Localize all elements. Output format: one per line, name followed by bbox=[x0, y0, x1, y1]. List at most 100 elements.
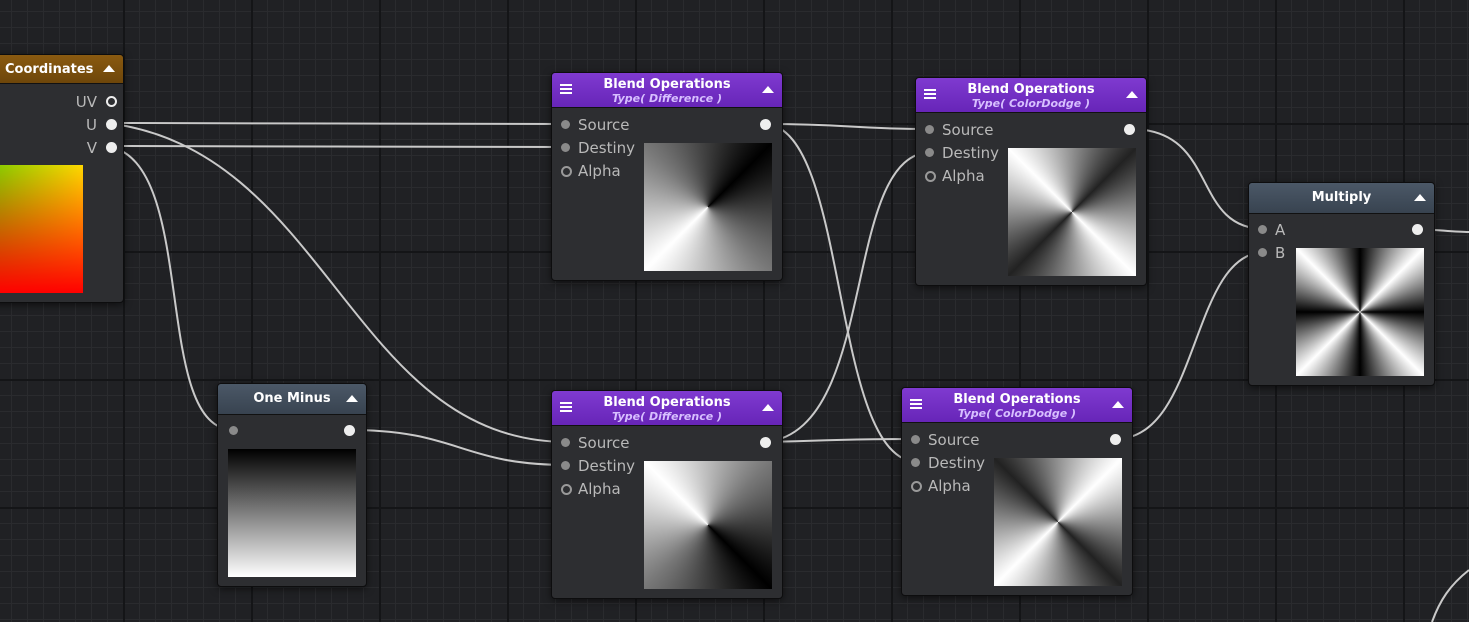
blend-node-header[interactable]: Blend Operations Type( ColorDodge ) bbox=[916, 78, 1146, 113]
wire-blend3-to-blend4-source bbox=[765, 438, 919, 443]
one-minus-node[interactable]: One Minus bbox=[217, 383, 367, 587]
one-minus-node-header[interactable]: One Minus bbox=[218, 384, 366, 415]
port-label: U bbox=[86, 116, 97, 134]
port-socket[interactable] bbox=[561, 461, 570, 470]
preview-image bbox=[644, 461, 772, 589]
input-port-destiny[interactable]: Destiny bbox=[552, 139, 635, 157]
coordinates-node[interactable]: Coordinates UV U V bbox=[0, 54, 124, 303]
input-port-alpha[interactable]: Alpha bbox=[552, 162, 621, 180]
menu-icon[interactable] bbox=[910, 399, 922, 409]
port-socket[interactable] bbox=[561, 120, 570, 129]
input-port-destiny[interactable]: Destiny bbox=[552, 457, 635, 475]
menu-icon[interactable] bbox=[924, 89, 936, 99]
port-socket[interactable] bbox=[106, 119, 117, 130]
port-label: Alpha bbox=[578, 480, 621, 498]
port-socket[interactable] bbox=[106, 96, 117, 107]
input-port-alpha[interactable]: Alpha bbox=[552, 480, 621, 498]
port-socket[interactable] bbox=[106, 142, 117, 153]
preview-image bbox=[1296, 248, 1424, 376]
port-socket[interactable] bbox=[344, 425, 355, 436]
output-port-v[interactable]: V bbox=[86, 139, 117, 157]
collapse-icon[interactable] bbox=[1414, 194, 1426, 201]
port-socket[interactable] bbox=[1258, 248, 1267, 257]
port-label: Destiny bbox=[928, 454, 986, 472]
port-socket[interactable] bbox=[1124, 124, 1135, 135]
input-port-alpha[interactable]: Alpha bbox=[902, 477, 971, 495]
input-port-destiny[interactable]: Destiny bbox=[916, 144, 999, 162]
port-socket[interactable] bbox=[1412, 224, 1423, 235]
wire-blend1-to-blend2-source bbox=[765, 123, 933, 130]
port-socket[interactable] bbox=[760, 119, 771, 130]
input-port-source[interactable]: Source bbox=[552, 434, 630, 452]
multiply-node[interactable]: Multiply A B bbox=[1248, 182, 1435, 386]
input-port-source[interactable]: Source bbox=[902, 431, 980, 449]
node-title: Blend Operations bbox=[603, 395, 731, 410]
port-label: V bbox=[86, 139, 97, 157]
output-port-uv[interactable]: UV bbox=[75, 93, 117, 111]
port-label: Destiny bbox=[942, 144, 1000, 162]
port-label: Source bbox=[942, 121, 994, 139]
input-port-b[interactable]: B bbox=[1249, 244, 1285, 262]
port-label: Alpha bbox=[942, 167, 985, 185]
collapse-icon[interactable] bbox=[1112, 401, 1124, 408]
input-port-source[interactable]: Source bbox=[916, 121, 994, 139]
input-port-a[interactable]: A bbox=[1249, 221, 1285, 239]
port-socket[interactable] bbox=[561, 438, 570, 447]
blend-node-header[interactable]: Blend Operations Type( ColorDodge ) bbox=[902, 388, 1132, 423]
menu-icon[interactable] bbox=[560, 84, 572, 94]
input-port-source[interactable]: Source bbox=[552, 116, 630, 134]
port-label: B bbox=[1275, 244, 1286, 262]
port-socket[interactable] bbox=[925, 171, 936, 182]
menu-icon[interactable] bbox=[560, 402, 572, 412]
port-label: Source bbox=[928, 431, 980, 449]
node-subtitle: Type( Difference ) bbox=[611, 92, 723, 105]
blend-operations-node-1[interactable]: Blend Operations Type( Difference ) Sour… bbox=[551, 72, 783, 281]
wire-v-to-oneminus bbox=[106, 145, 235, 431]
collapse-icon[interactable] bbox=[762, 404, 774, 411]
preview-image bbox=[994, 458, 1122, 586]
wire-blend1-to-blend4-destiny bbox=[765, 123, 919, 463]
node-title: Blend Operations bbox=[953, 392, 1081, 407]
collapse-icon[interactable] bbox=[103, 65, 115, 72]
wire-offscreen-bottom bbox=[1431, 569, 1469, 622]
port-socket[interactable] bbox=[561, 143, 570, 152]
port-socket[interactable] bbox=[760, 437, 771, 448]
blend-node-header[interactable]: Blend Operations Type( Difference ) bbox=[552, 391, 782, 426]
multiply-node-header[interactable]: Multiply bbox=[1249, 183, 1434, 214]
collapse-icon[interactable] bbox=[762, 86, 774, 93]
port-label: Destiny bbox=[578, 457, 636, 475]
port-label: UV bbox=[75, 93, 97, 111]
port-socket[interactable] bbox=[561, 484, 572, 495]
input-port-alpha[interactable]: Alpha bbox=[916, 167, 985, 185]
blend-operations-node-2[interactable]: Blend Operations Type( ColorDodge ) Sour… bbox=[915, 77, 1147, 286]
blend-node-header[interactable]: Blend Operations Type( Difference ) bbox=[552, 73, 782, 108]
collapse-icon[interactable] bbox=[1126, 91, 1138, 98]
preview-image bbox=[1008, 148, 1136, 276]
wire-blend2-to-multiply-a bbox=[1129, 128, 1266, 230]
uv-preview-image bbox=[0, 165, 83, 293]
port-label: Source bbox=[578, 116, 630, 134]
port-label: Source bbox=[578, 434, 630, 452]
port-socket[interactable] bbox=[1110, 434, 1121, 445]
port-socket[interactable] bbox=[911, 458, 920, 467]
port-socket[interactable] bbox=[1258, 225, 1267, 234]
collapse-icon[interactable] bbox=[346, 395, 358, 402]
port-socket[interactable] bbox=[925, 125, 934, 134]
blend-operations-node-3[interactable]: Blend Operations Type( Difference ) Sour… bbox=[551, 390, 783, 599]
output-port-u[interactable]: U bbox=[86, 116, 117, 134]
node-subtitle: Type( ColorDodge ) bbox=[957, 407, 1077, 420]
port-socket[interactable] bbox=[229, 426, 238, 435]
port-socket[interactable] bbox=[925, 148, 934, 157]
port-socket[interactable] bbox=[561, 166, 572, 177]
node-subtitle: Type( Difference ) bbox=[611, 410, 723, 423]
input-port-destiny[interactable]: Destiny bbox=[902, 454, 985, 472]
wire-u-to-blend1-source bbox=[106, 122, 569, 125]
preview-image bbox=[228, 449, 356, 577]
port-label: A bbox=[1275, 221, 1286, 239]
port-label: Alpha bbox=[928, 477, 971, 495]
coordinates-node-header[interactable]: Coordinates bbox=[0, 55, 123, 84]
port-socket[interactable] bbox=[911, 481, 922, 492]
blend-operations-node-4[interactable]: Blend Operations Type( ColorDodge ) Sour… bbox=[901, 387, 1133, 596]
port-socket[interactable] bbox=[911, 435, 920, 444]
port-label: Destiny bbox=[578, 139, 636, 157]
